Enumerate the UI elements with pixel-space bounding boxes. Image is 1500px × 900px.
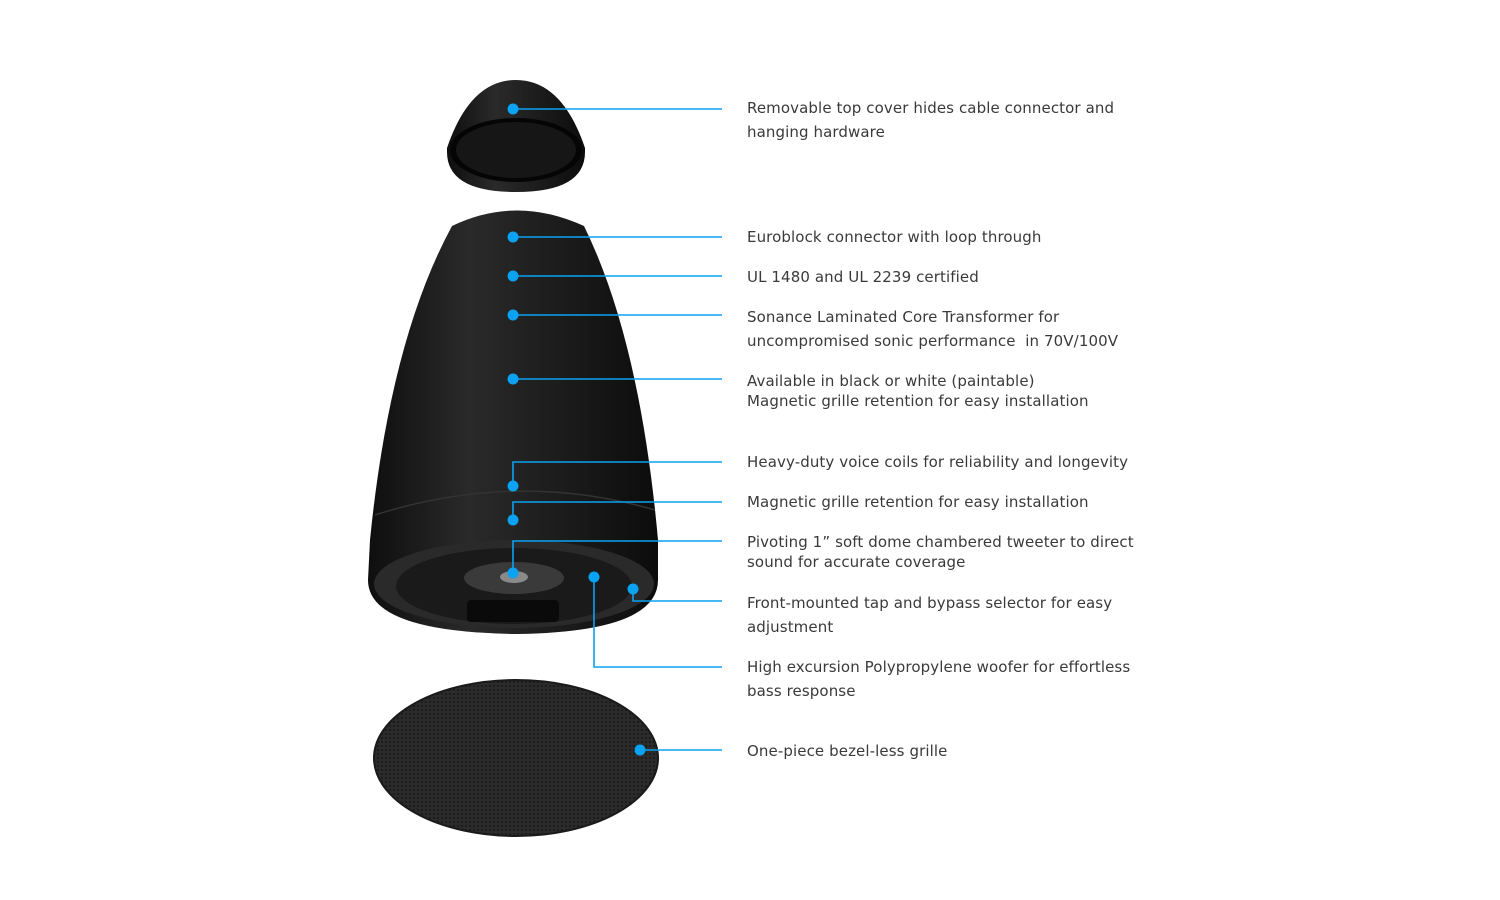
leader-line-tweeter <box>512 540 722 573</box>
callout-dot-grille <box>634 744 646 756</box>
callout-label-tap-selector: Front-mounted tap and bypass selector fo… <box>747 591 1112 639</box>
callout-dot-euroblock <box>507 231 519 243</box>
callout-dot-finish <box>507 373 519 385</box>
callout-text-line: Removable top cover hides cable connecto… <box>747 99 1115 117</box>
callout-text-line: uncompromised sonic performance in 70V/1… <box>747 332 1119 350</box>
leader-line-woofer <box>593 577 722 668</box>
callout-dot-transformer <box>507 309 519 321</box>
callout-text-line: Magnetic grille retention for easy insta… <box>747 493 1089 511</box>
callout-text-line: Heavy-duty voice coils for reliability a… <box>747 453 1129 471</box>
callout-dot-voice-coils <box>507 480 519 492</box>
callout-text-line: bass response <box>747 682 856 700</box>
callout-text-line: Available in black or white (paintable) <box>747 372 1035 390</box>
top-cover <box>447 80 585 192</box>
callout-leaders <box>507 103 722 756</box>
callout-text-line: adjustment <box>747 618 834 636</box>
callout-dot-top-cover <box>507 103 519 115</box>
callout-text-line: hanging hardware <box>747 123 885 141</box>
callout-text-line: Euroblock connector with loop through <box>747 228 1042 246</box>
callout-label-euroblock: Euroblock connector with loop through <box>747 225 1042 249</box>
grille <box>373 679 659 837</box>
callout-label-finish: Available in black or white (paintable) M… <box>747 371 1089 411</box>
callout-label-grille: One-piece bezel-less grille <box>747 739 947 763</box>
callout-text-line: sound for accurate coverage <box>747 553 966 571</box>
callout-text-line: One-piece bezel-less grille <box>747 742 948 760</box>
callout-label-woofer: High excursion Polypropylene woofer for … <box>747 655 1130 703</box>
callout-text-line: Pivoting 1” soft dome chambered tweeter … <box>747 533 1134 551</box>
callout-label-top-cover: Removable top cover hides cable connecto… <box>747 96 1114 144</box>
callout-text-line: Front-mounted tap and bypass selector fo… <box>747 594 1113 612</box>
callout-dot-tap-selector <box>627 583 639 595</box>
callout-label-tweeter: Pivoting 1” soft dome chambered tweeter … <box>747 532 1134 572</box>
callout-dot-tweeter <box>507 567 519 579</box>
callout-label-grille-retention: Magnetic grille retention for easy insta… <box>747 490 1089 514</box>
callout-dot-ul-certified <box>507 270 519 282</box>
callout-text-line: Sonance Laminated Core Transformer for <box>747 308 1060 326</box>
callout-label-transformer: Sonance Laminated Core Transformer for un… <box>747 305 1118 353</box>
callout-text-line: High excursion Polypropylene woofer for … <box>747 658 1131 676</box>
callout-label-voice-coils: Heavy-duty voice coils for reliability a… <box>747 450 1128 474</box>
leader-line-voice-coils <box>512 461 722 486</box>
leader-line-grille-retention <box>512 501 722 520</box>
callout-label-ul-certified: UL 1480 and UL 2239 certified <box>747 265 979 289</box>
callout-text-line: Magnetic grille retention for easy insta… <box>747 392 1089 410</box>
callout-dot-woofer <box>588 571 600 583</box>
callout-dot-grille-retention <box>507 514 519 526</box>
callout-text-line: UL 1480 and UL 2239 certified <box>747 268 979 286</box>
